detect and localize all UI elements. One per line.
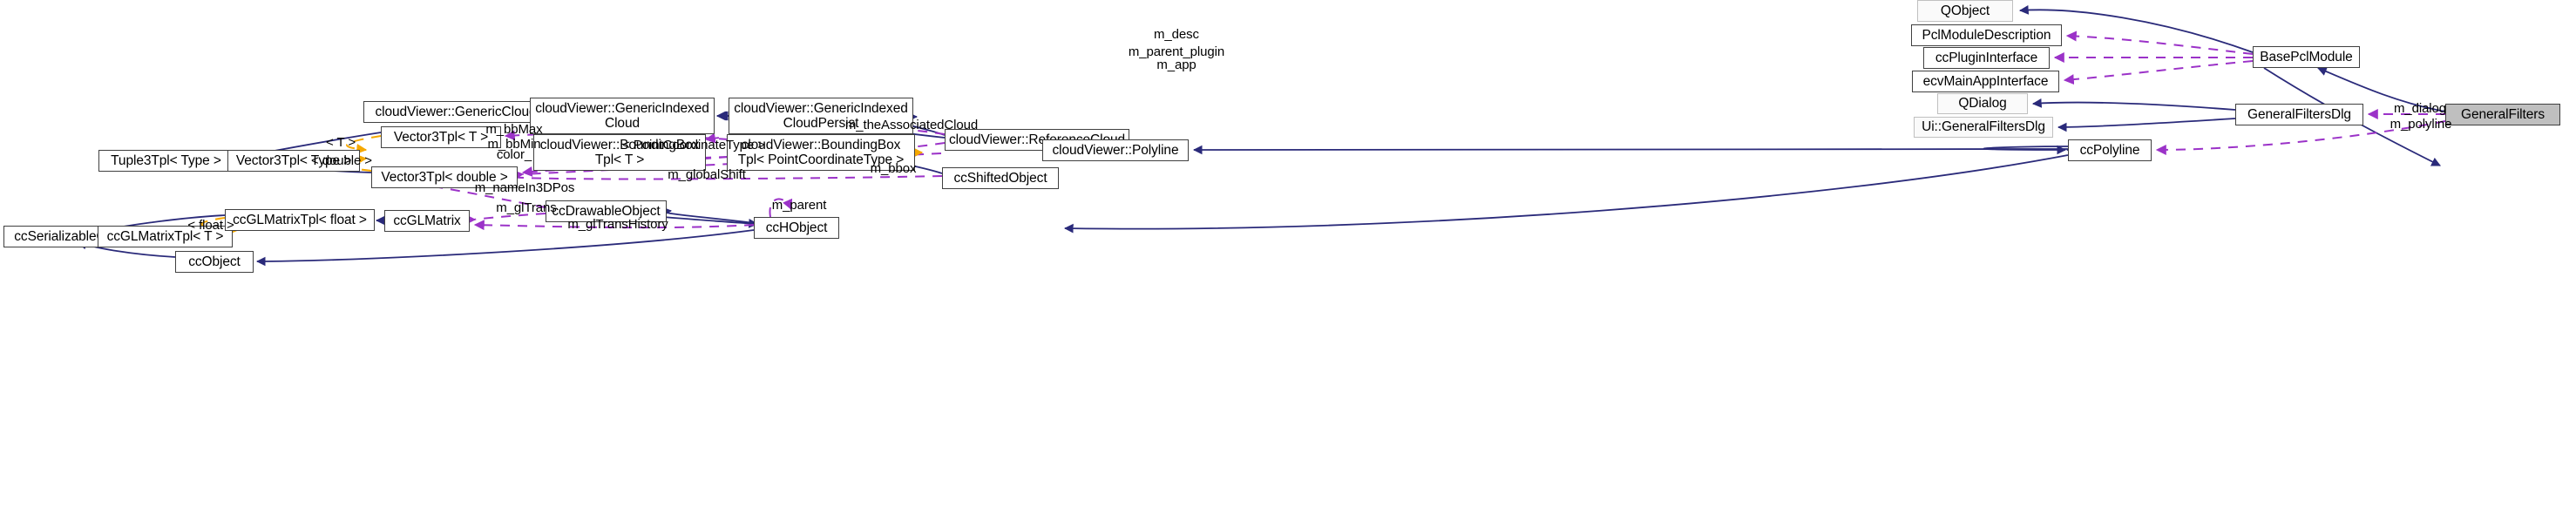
edge-label-pointcoordinatetype: < PointCoordinateType > bbox=[622, 138, 765, 152]
class-node-genericindexedcloudpersist[interactable]: cloudViewer::GenericIndexed CloudPersist bbox=[729, 98, 913, 134]
edge-label-m_parent: m_parent bbox=[771, 198, 827, 213]
class-node-ccglmatrix[interactable]: ccGLMatrix bbox=[384, 210, 470, 232]
edge-label-m_theAssociatedCloud: m_theAssociatedCloud bbox=[844, 118, 979, 132]
class-node-ccpolyline[interactable]: ccPolyline bbox=[2068, 139, 2152, 161]
edge-label-m_nameIn3DPos: m_nameIn3DPos bbox=[474, 180, 575, 195]
class-node-ccplugininterface[interactable]: ccPluginInterface bbox=[1923, 47, 2050, 69]
class-node-boundingboxtpl_t[interactable]: cloudViewer::BoundingBox Tpl< T > bbox=[533, 134, 706, 171]
class-node-ecvmainappinterface[interactable]: ecvMainAppInterface bbox=[1912, 71, 2059, 92]
class-node-pclmoduledescription[interactable]: PclModuleDescription bbox=[1911, 24, 2062, 46]
class-node-basepclmodule[interactable]: BasePclModule bbox=[2253, 46, 2360, 68]
edge-label-color_: color_ bbox=[496, 147, 532, 162]
class-node-generalfilters[interactable]: GeneralFilters bbox=[2445, 104, 2560, 125]
edge-label-m_glTrans: m_glTrans bbox=[496, 200, 557, 215]
edge-label-t_param: < T > bbox=[326, 135, 356, 150]
class-node-ccglmatrixtpl_t[interactable]: ccGLMatrixTpl< T > bbox=[98, 226, 233, 247]
edge-label-float_param: < float > bbox=[187, 218, 234, 233]
edge-label-m_glTransHistory: m_glTransHistory bbox=[567, 217, 668, 232]
class-node-cchobject[interactable]: ccHObject bbox=[754, 217, 839, 239]
class-node-generalfiltersdlg[interactable]: GeneralFiltersDlg bbox=[2235, 104, 2363, 125]
class-node-uigeneralfiltersdlg[interactable]: Ui::GeneralFiltersDlg bbox=[1914, 117, 2053, 138]
class-node-genericindexedcloud[interactable]: cloudViewer::GenericIndexed Cloud bbox=[530, 98, 715, 134]
class-node-ccdrawableobject[interactable]: ccDrawableObject bbox=[546, 200, 667, 222]
edge-label-m_desc: m_desc bbox=[1154, 27, 1199, 42]
class-node-qobject[interactable]: QObject bbox=[1917, 0, 2013, 22]
edge-label-m_bbox: m_bbox bbox=[870, 161, 917, 176]
edge-label-m_globalShift: m_globalShift bbox=[668, 167, 746, 182]
class-node-tuple3tpl[interactable]: Tuple3Tpl< Type > bbox=[98, 150, 234, 172]
class-node-genericcloud[interactable]: cloudViewer::GenericCloud bbox=[363, 101, 548, 123]
class-node-vector3tpl_t[interactable]: Vector3Tpl< T > bbox=[381, 126, 501, 148]
edge-label-m_parent_plugin: m_parent_plugin bbox=[1128, 44, 1225, 59]
class-node-boundingboxtpl_pct[interactable]: cloudViewer::BoundingBox Tpl< PointCoord… bbox=[727, 134, 915, 171]
edge-label-m_dialog: m_dialog bbox=[2393, 101, 2447, 116]
class-node-qdialog[interactable]: QDialog bbox=[1937, 93, 2028, 114]
class-node-ccobject[interactable]: ccObject bbox=[175, 251, 254, 273]
edge-label-m_app: m_app bbox=[1156, 58, 1196, 72]
class-node-polyline[interactable]: cloudViewer::Polyline bbox=[1042, 139, 1189, 161]
class-node-vector3tpl_double[interactable]: Vector3Tpl< double > bbox=[371, 166, 518, 188]
edge-label-double_param: < double > bbox=[311, 153, 372, 168]
class-node-ccglmatrixtpl_float[interactable]: ccGLMatrixTpl< float > bbox=[225, 209, 375, 231]
edge-label-m_polyline: m_polyline bbox=[2390, 117, 2452, 132]
class-node-ccshiftedobject[interactable]: ccShiftedObject bbox=[942, 167, 1059, 189]
class-node-vector3tpl_type[interactable]: Vector3Tpl< Type > bbox=[227, 150, 360, 172]
edge-label-m_bbMax_m_bbMin: m_bbMax m_bbMin bbox=[485, 122, 543, 152]
